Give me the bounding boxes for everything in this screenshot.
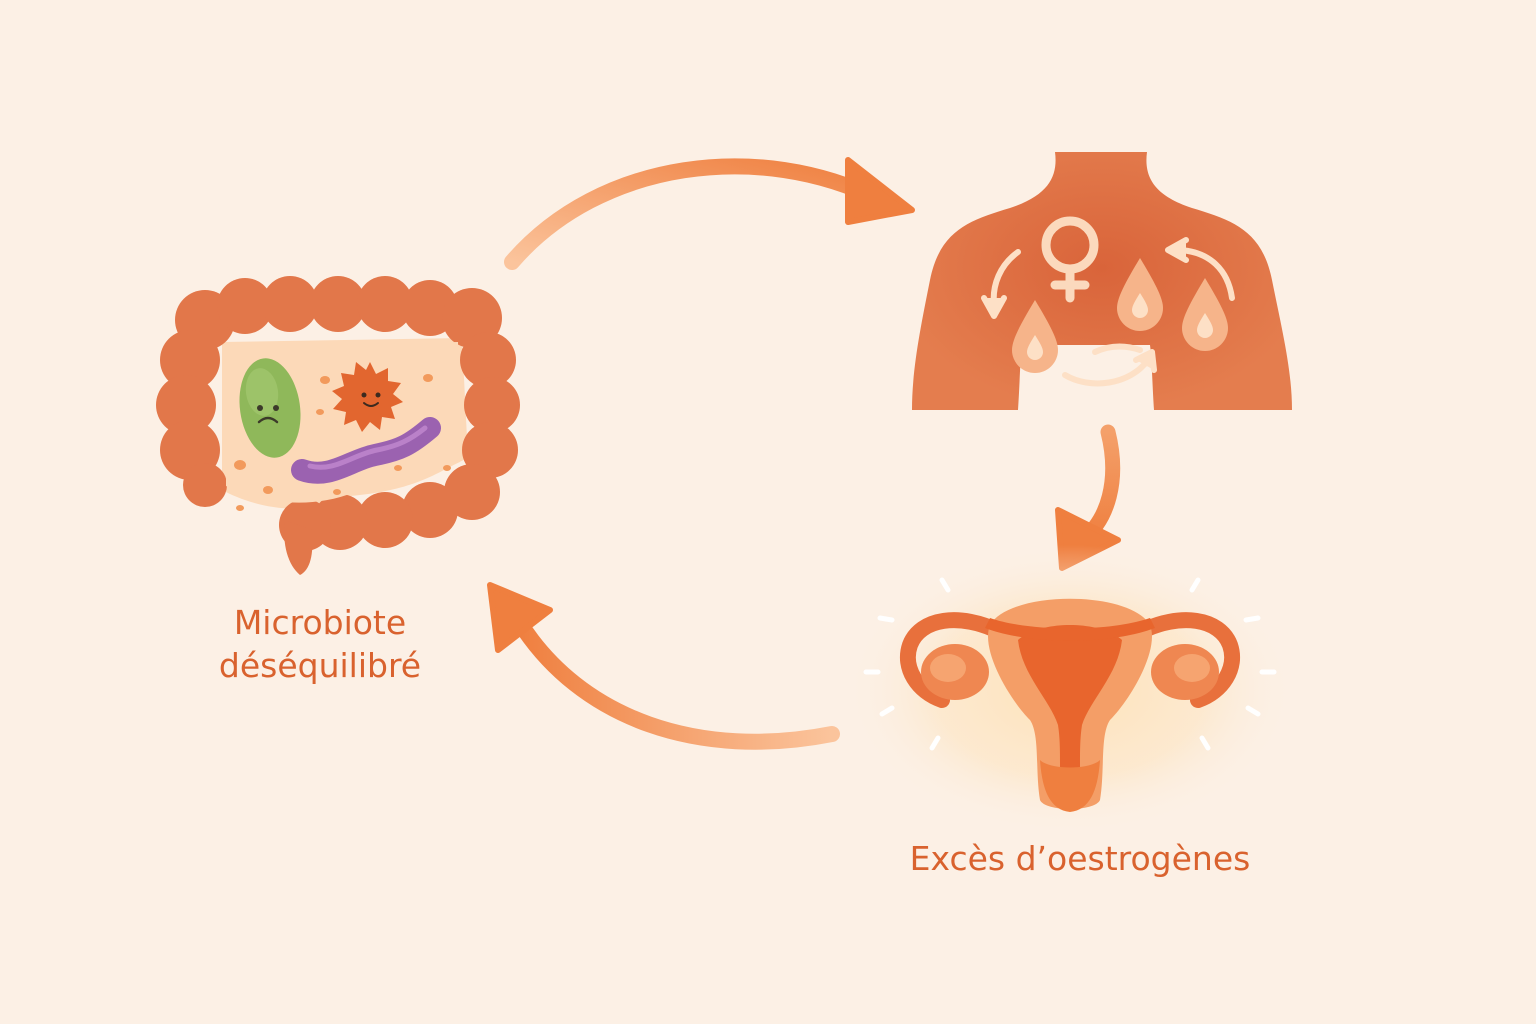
uterus-icon [845, 545, 1295, 835]
torso-icon [912, 152, 1292, 410]
arrow-uterus-to-gut [487, 582, 840, 750]
microbiote-label-line2: déséquilibré [218, 645, 422, 685]
female-symbol-icon [1041, 216, 1099, 303]
worm-bacterium-icon [291, 417, 441, 484]
droplet-icons [1012, 258, 1228, 373]
oestrogen-excess-label: Excès d’oestrogènes [909, 839, 1251, 878]
arrow-gut-to-body [504, 157, 915, 270]
intestine-icon [156, 276, 520, 575]
microbiote-label: Microbiote déséquilibré [190, 602, 450, 688]
sad-bacterium-icon [239, 358, 301, 458]
sparkle-icons [863, 577, 1277, 751]
microbiote-label-line1: Microbiote [233, 603, 407, 642]
cycle-arrows-icon [981, 237, 1235, 387]
spiky-bacterium-icon [332, 362, 403, 432]
